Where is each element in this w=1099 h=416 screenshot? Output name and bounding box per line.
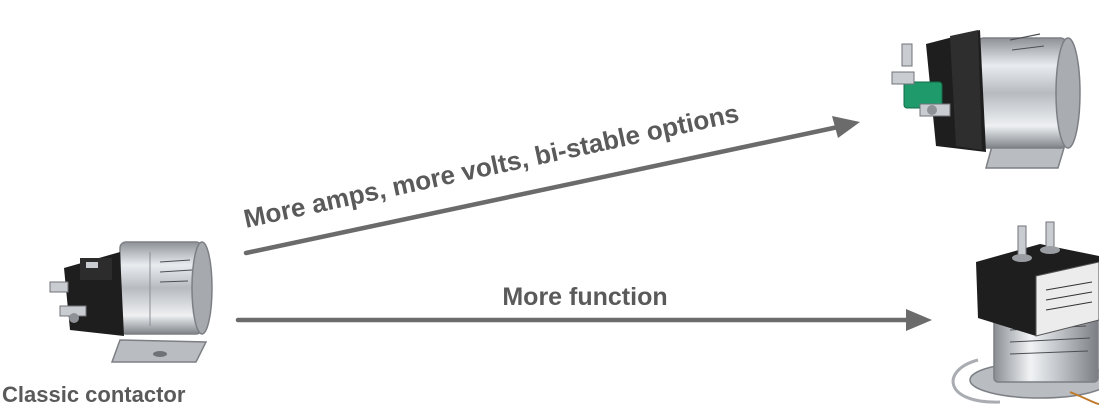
upper-arrow [243,116,860,256]
lower-arrow-label: More function [502,283,667,311]
multi-function-contactor-image [951,221,1099,405]
classic-contactor-image [49,241,213,363]
source-caption: Classic contactor [2,382,186,407]
lower-arrow [235,309,932,331]
high-power-contactor-image [891,30,1081,169]
